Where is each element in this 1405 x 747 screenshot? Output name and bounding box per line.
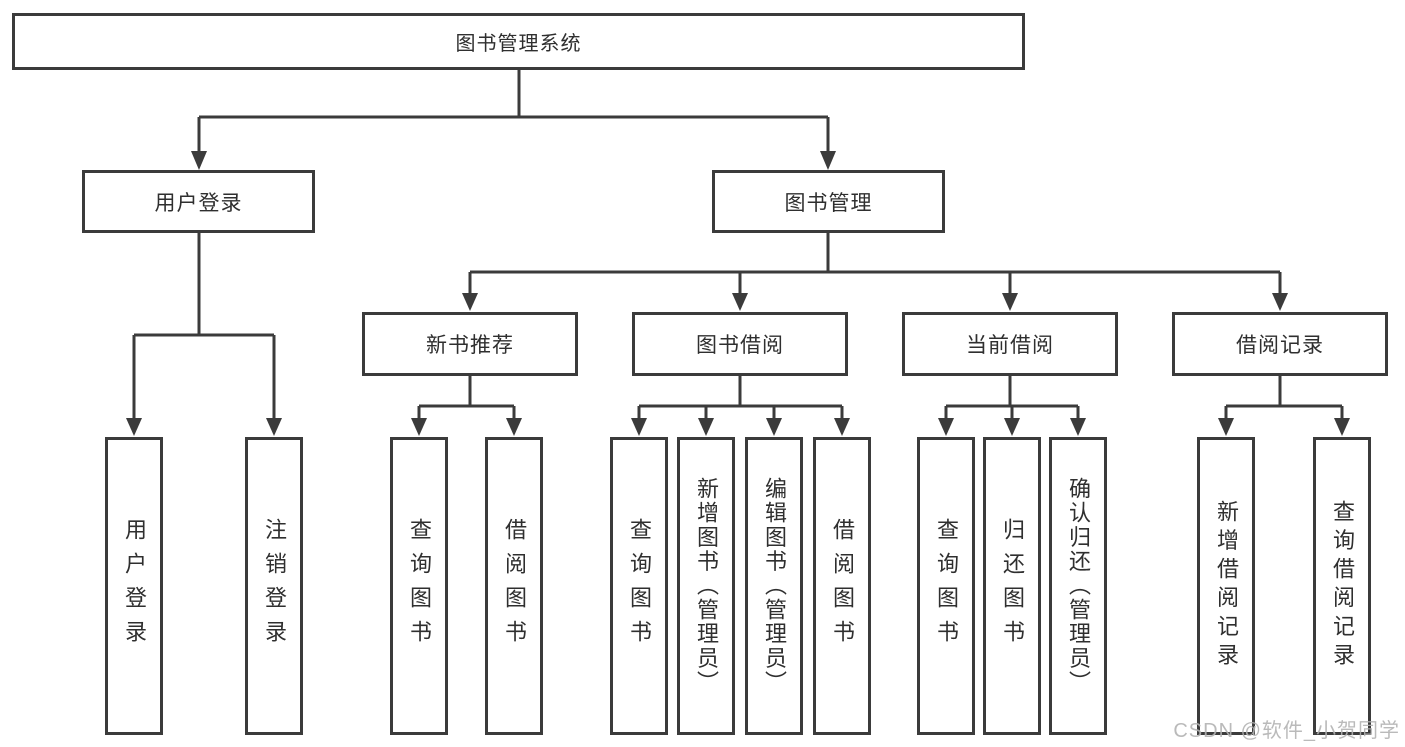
node-current-borrow: 当前借阅: [902, 312, 1118, 376]
node-leaf-logout: 注销登录: [245, 437, 303, 735]
node-user-login: 用户登录: [82, 170, 315, 233]
node-leaf-borrow-books-2: 借阅图书: [813, 437, 871, 735]
arrowheads: [126, 151, 1350, 436]
node-borrow-records: 借阅记录: [1172, 312, 1388, 376]
node-leaf-user-login: 用户登录: [105, 437, 163, 735]
node-leaf-add-borrow-record: 新增借阅记录: [1197, 437, 1255, 735]
watermark: CSDN @软件_小贺同学: [1173, 720, 1400, 742]
node-root-library-system: 图书管理系统: [12, 13, 1025, 70]
node-leaf-query-books-3: 查询图书: [917, 437, 975, 735]
node-new-book-recommend: 新书推荐: [362, 312, 578, 376]
node-leaf-edit-book-admin: 编辑图书（管理员）: [745, 437, 803, 735]
node-leaf-confirm-return-admin: 确认归还（管理员）: [1049, 437, 1107, 735]
node-leaf-query-books-1: 查询图书: [390, 437, 448, 735]
node-leaf-query-borrow-record: 查询借阅记录: [1313, 437, 1371, 735]
node-leaf-return-book: 归还图书: [983, 437, 1041, 735]
node-leaf-borrow-books-1: 借阅图书: [485, 437, 543, 735]
node-leaf-query-books-2: 查询图书: [610, 437, 668, 735]
node-leaf-add-book-admin: 新增图书（管理员）: [677, 437, 735, 735]
node-book-borrow: 图书借阅: [632, 312, 848, 376]
node-book-management: 图书管理: [712, 170, 945, 233]
